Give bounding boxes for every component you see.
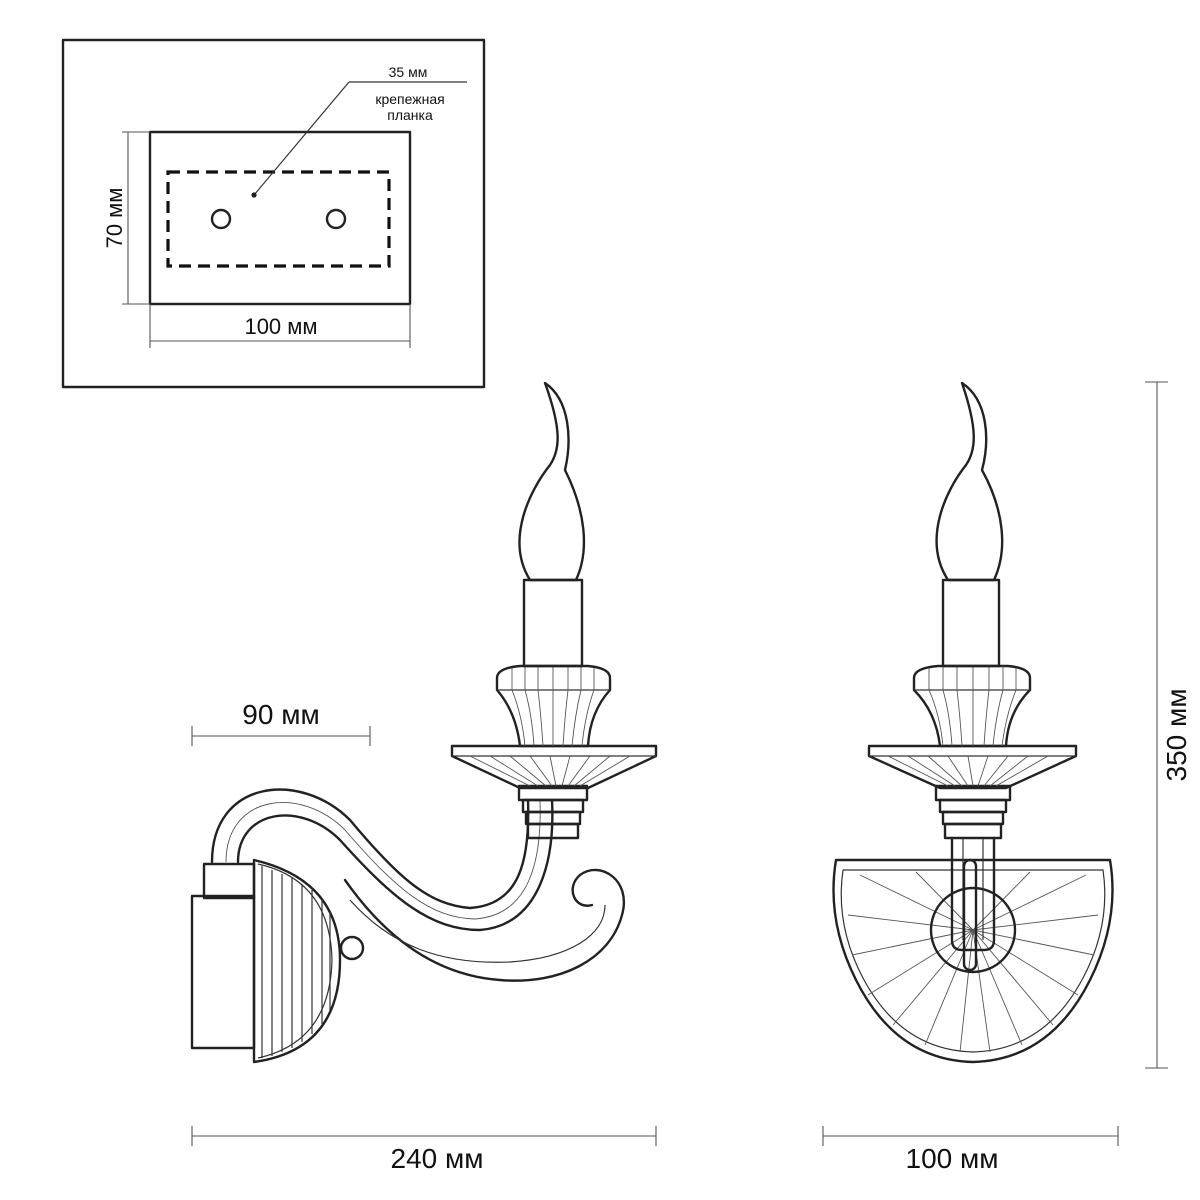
bracket-caption-line2: планка <box>387 107 433 123</box>
mount-plate-inset: 35 мм крепежная планка 70 мм 100 мм <box>61 38 486 389</box>
bracket-leader-line <box>253 81 350 196</box>
screw-hole-left <box>210 208 232 230</box>
side-view: 90 мм <box>190 381 658 1174</box>
screw-hole-right <box>325 208 347 230</box>
side-width-label: 240 мм <box>391 1143 484 1174</box>
mount-plate-outline <box>148 130 412 306</box>
front-backplate-fan <box>832 858 1114 1064</box>
plate-width-label: 100 мм <box>244 314 317 339</box>
front-stem <box>950 836 996 972</box>
inset-frame <box>61 38 486 389</box>
front-view: 100 мм 350 мм <box>822 381 1192 1174</box>
plate-height-label: 70 мм <box>102 188 127 249</box>
height-label: 350 мм <box>1161 689 1192 782</box>
side-wall-mount <box>190 858 365 1064</box>
bracket-caption-line1: крепежная <box>375 91 444 107</box>
depth-label: 90 мм <box>242 699 319 730</box>
bracket-leader-dot <box>251 192 257 198</box>
side-arm <box>210 788 625 982</box>
bracket-size-label: 35 мм <box>389 64 428 80</box>
front-width-label: 100 мм <box>906 1143 999 1174</box>
front-candle-assembly <box>867 381 1078 840</box>
side-candle-assembly <box>450 381 658 840</box>
mounting-bracket-dashed <box>166 170 391 268</box>
